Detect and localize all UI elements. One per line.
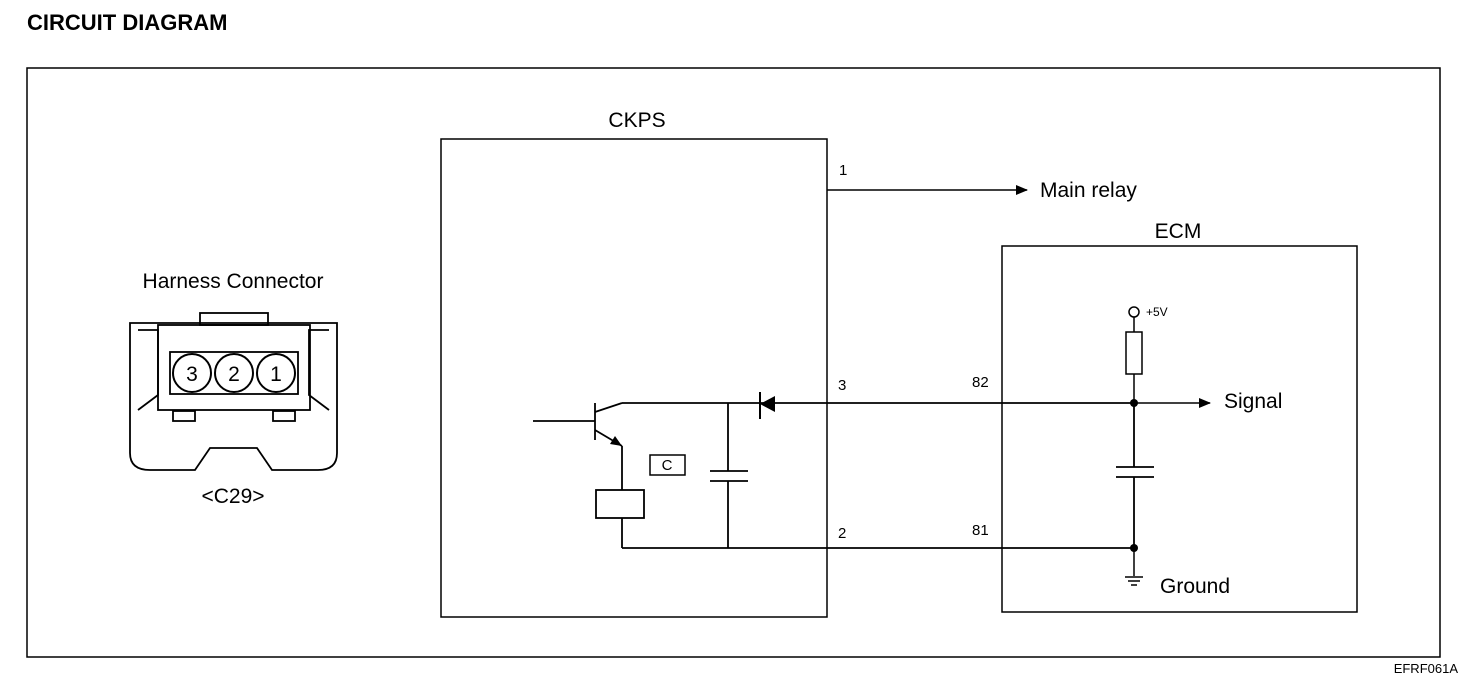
component-c-label: C (662, 457, 673, 474)
ckps-box (440, 138, 828, 618)
main-relay-label: Main relay (1040, 179, 1137, 202)
figure-code: EFRF061A (1394, 661, 1459, 676)
ckps-pin-1-label: 1 (839, 162, 847, 179)
connector-pin-3: 3 (172, 353, 212, 393)
ground-symbol-icon (1125, 576, 1143, 586)
page-title: CIRCUIT DIAGRAM (27, 10, 227, 35)
connector-id: <C29> (201, 485, 264, 508)
harness-connector-title: Harness Connector (143, 270, 324, 293)
emitter-arrow-icon (610, 436, 622, 446)
ckps-capacitor-symbol (710, 403, 748, 548)
ecm-title: ECM (1155, 220, 1202, 243)
connector-pin-1: 1 (256, 353, 296, 393)
connector-pin-2: 2 (214, 353, 254, 393)
ecm-pin-81-label: 81 (972, 522, 989, 539)
component-c-box (649, 454, 686, 476)
transistor-symbol (533, 402, 730, 490)
supply-label: +5V (1146, 305, 1168, 319)
coil-symbol (595, 489, 645, 519)
signal-label: Signal (1224, 390, 1282, 413)
ecm-box (1001, 245, 1358, 613)
pullup-resistor-symbol (1125, 331, 1143, 375)
svg-text:3: 3 (186, 363, 198, 386)
outer-frame (26, 67, 1441, 658)
ecm-pin-82-label: 82 (972, 374, 989, 391)
diode-symbol (759, 392, 775, 419)
svg-text:2: 2 (228, 363, 240, 386)
ecm-capacitor-symbol (1116, 403, 1154, 548)
supply-terminal-icon (1128, 306, 1140, 318)
ckps-pin-2-label: 2 (838, 525, 846, 542)
ground-label: Ground (1160, 575, 1230, 598)
ckps-title: CKPS (608, 109, 665, 132)
svg-text:1: 1 (270, 363, 282, 386)
ckps-pin-3-label: 3 (838, 377, 846, 394)
harness-connector-icon (129, 312, 338, 471)
